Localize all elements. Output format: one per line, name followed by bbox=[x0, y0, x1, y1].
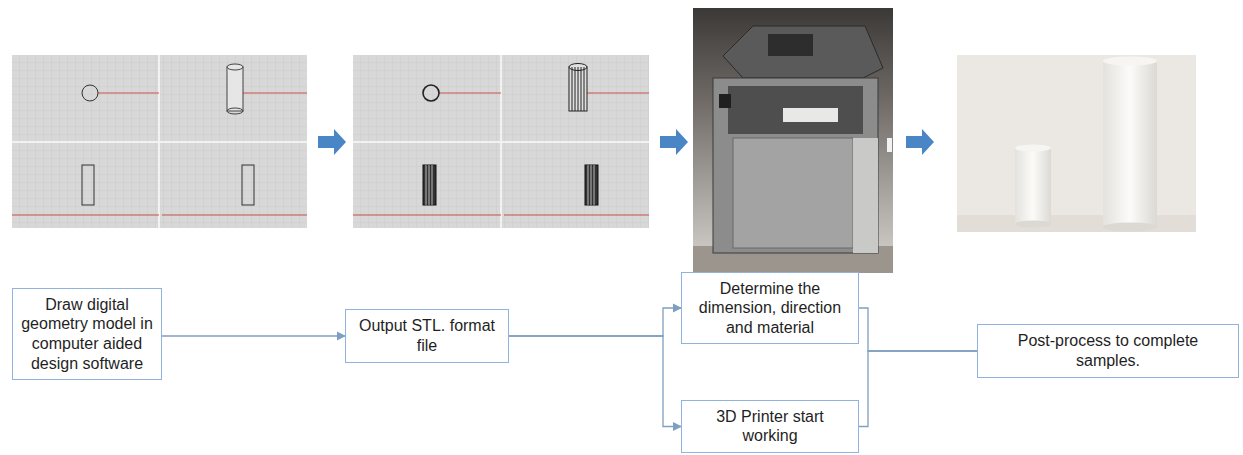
box-text: 3D Printer start working bbox=[688, 407, 852, 446]
process-box: Determine the dimension, direction and m… bbox=[681, 272, 859, 345]
small-cylinder bbox=[1015, 145, 1051, 228]
connector bbox=[509, 336, 681, 426]
samples-photo bbox=[957, 55, 1196, 232]
axis-line bbox=[353, 93, 649, 215]
tall-cylinder bbox=[1103, 57, 1157, 232]
connector bbox=[859, 351, 977, 426]
table bbox=[957, 215, 1196, 232]
box-text: Draw digital geometry model in computer … bbox=[19, 295, 155, 373]
axis-line bbox=[12, 93, 307, 215]
circle-top-view bbox=[82, 85, 98, 101]
viewport-ground bbox=[353, 55, 649, 228]
printer-photo bbox=[693, 8, 893, 273]
printer-body bbox=[713, 78, 878, 253]
side-panel bbox=[853, 138, 878, 253]
cylinder-model bbox=[227, 64, 243, 114]
cylinder-mesh bbox=[569, 64, 587, 112]
connector bbox=[859, 308, 977, 351]
process-box: Post-process to complete samples. bbox=[977, 324, 1239, 377]
cad-screenshot-mesh bbox=[353, 55, 649, 228]
box-text: Post-process to complete samples. bbox=[984, 331, 1232, 370]
step-arrow bbox=[660, 129, 688, 155]
process-box: Draw digital geometry model in computer … bbox=[12, 288, 162, 380]
process-box: 3D Printer start working bbox=[681, 400, 859, 453]
connector bbox=[162, 335, 345, 336]
front-panel bbox=[733, 138, 853, 248]
side-view-mesh bbox=[423, 165, 598, 205]
photo-ground bbox=[693, 8, 893, 273]
circle-top-view bbox=[423, 85, 439, 101]
cad-screenshot bbox=[12, 55, 307, 228]
side-view bbox=[242, 165, 254, 205]
build-chamber bbox=[728, 86, 863, 134]
wall-outlet bbox=[887, 138, 892, 152]
control-screen bbox=[719, 94, 731, 108]
box-text: Output STL. format file bbox=[352, 316, 502, 355]
printer-lid bbox=[723, 26, 883, 78]
box-text: Determine the dimension, direction and m… bbox=[688, 279, 852, 338]
photo-ground bbox=[957, 55, 1196, 232]
viewport-divider bbox=[353, 55, 649, 228]
step-arrow bbox=[318, 129, 346, 155]
side-view bbox=[82, 165, 94, 205]
step-arrow bbox=[906, 129, 934, 155]
viewport-divider bbox=[12, 55, 307, 228]
lid-window bbox=[768, 34, 813, 56]
powder-bed bbox=[783, 108, 838, 122]
viewport-ground bbox=[12, 55, 307, 228]
connector bbox=[509, 308, 681, 336]
process-box: Output STL. format file bbox=[345, 309, 509, 362]
